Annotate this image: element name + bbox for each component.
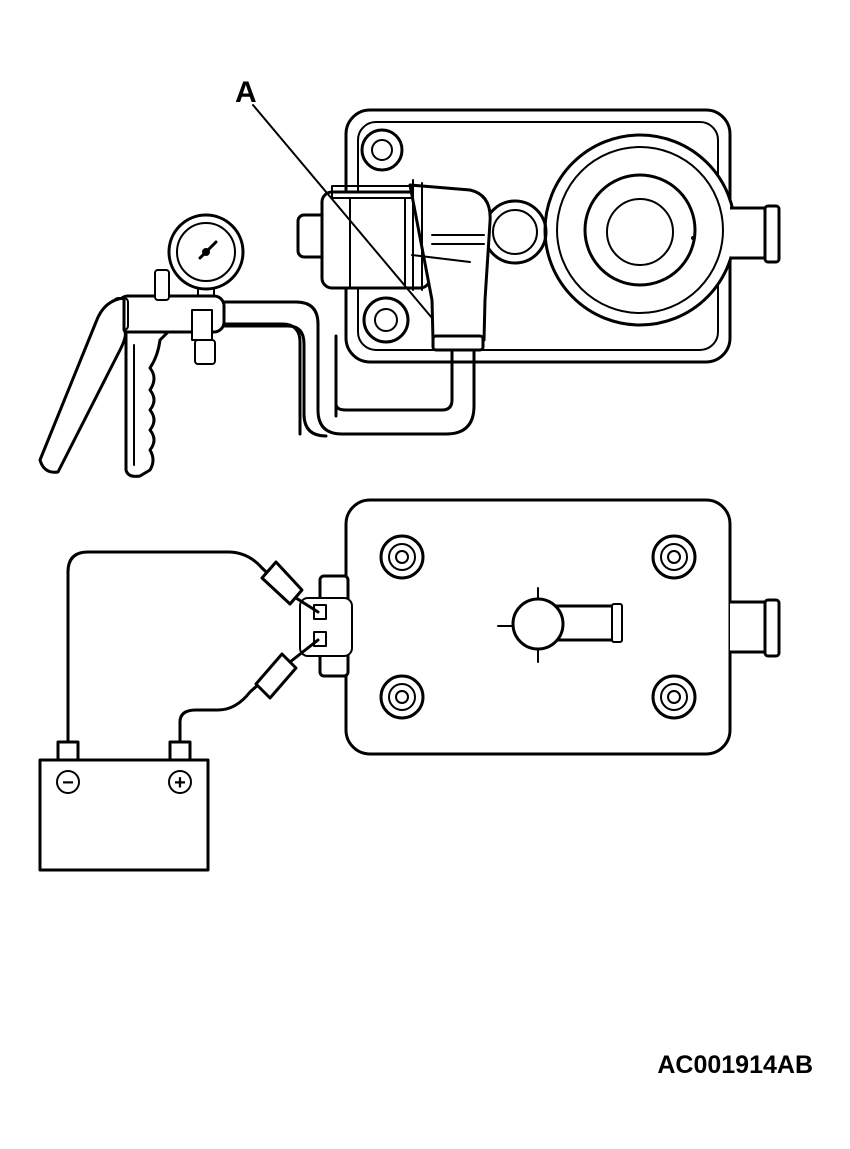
probe-positive — [254, 638, 320, 700]
bolt-bottom-right — [651, 674, 697, 720]
wire-negative — [66, 550, 282, 744]
callout-label: A — [235, 76, 257, 109]
housing-outlet-pipe — [730, 204, 781, 264]
mounting-hole-bottom-left — [362, 296, 410, 344]
wire-positive — [178, 674, 270, 744]
bottom-assembly: − + — [38, 498, 781, 872]
canister — [543, 133, 737, 327]
callout-leader — [252, 104, 433, 319]
ring-fitting — [482, 199, 548, 265]
battery-positive-sign: + — [174, 772, 186, 794]
figure-code: AC001914AB — [657, 1051, 813, 1079]
probe-negative — [260, 560, 320, 614]
vacuum-hose — [218, 300, 476, 438]
battery-terminal-negative — [56, 740, 80, 762]
vacuum-gauge — [167, 213, 245, 306]
battery-positive-symbol — [168, 770, 192, 794]
battery-negative-symbol — [56, 770, 80, 794]
back-outlet-pipe — [730, 598, 781, 658]
bolt-top-right — [651, 534, 697, 580]
bolt-top-left — [379, 534, 425, 580]
center-nipple-fitting — [497, 587, 623, 663]
valve-connector — [299, 574, 353, 678]
battery-terminal-positive — [168, 740, 192, 762]
battery: − + — [38, 740, 210, 872]
battery-wires — [66, 550, 320, 744]
solenoid-valve — [296, 179, 492, 352]
battery-negative-sign: − — [62, 772, 74, 794]
hand-vacuum-pump — [38, 213, 245, 478]
bolt-bottom-left — [379, 674, 425, 720]
mounting-hole-top-left — [360, 128, 404, 172]
top-assembly: A — [38, 76, 781, 478]
